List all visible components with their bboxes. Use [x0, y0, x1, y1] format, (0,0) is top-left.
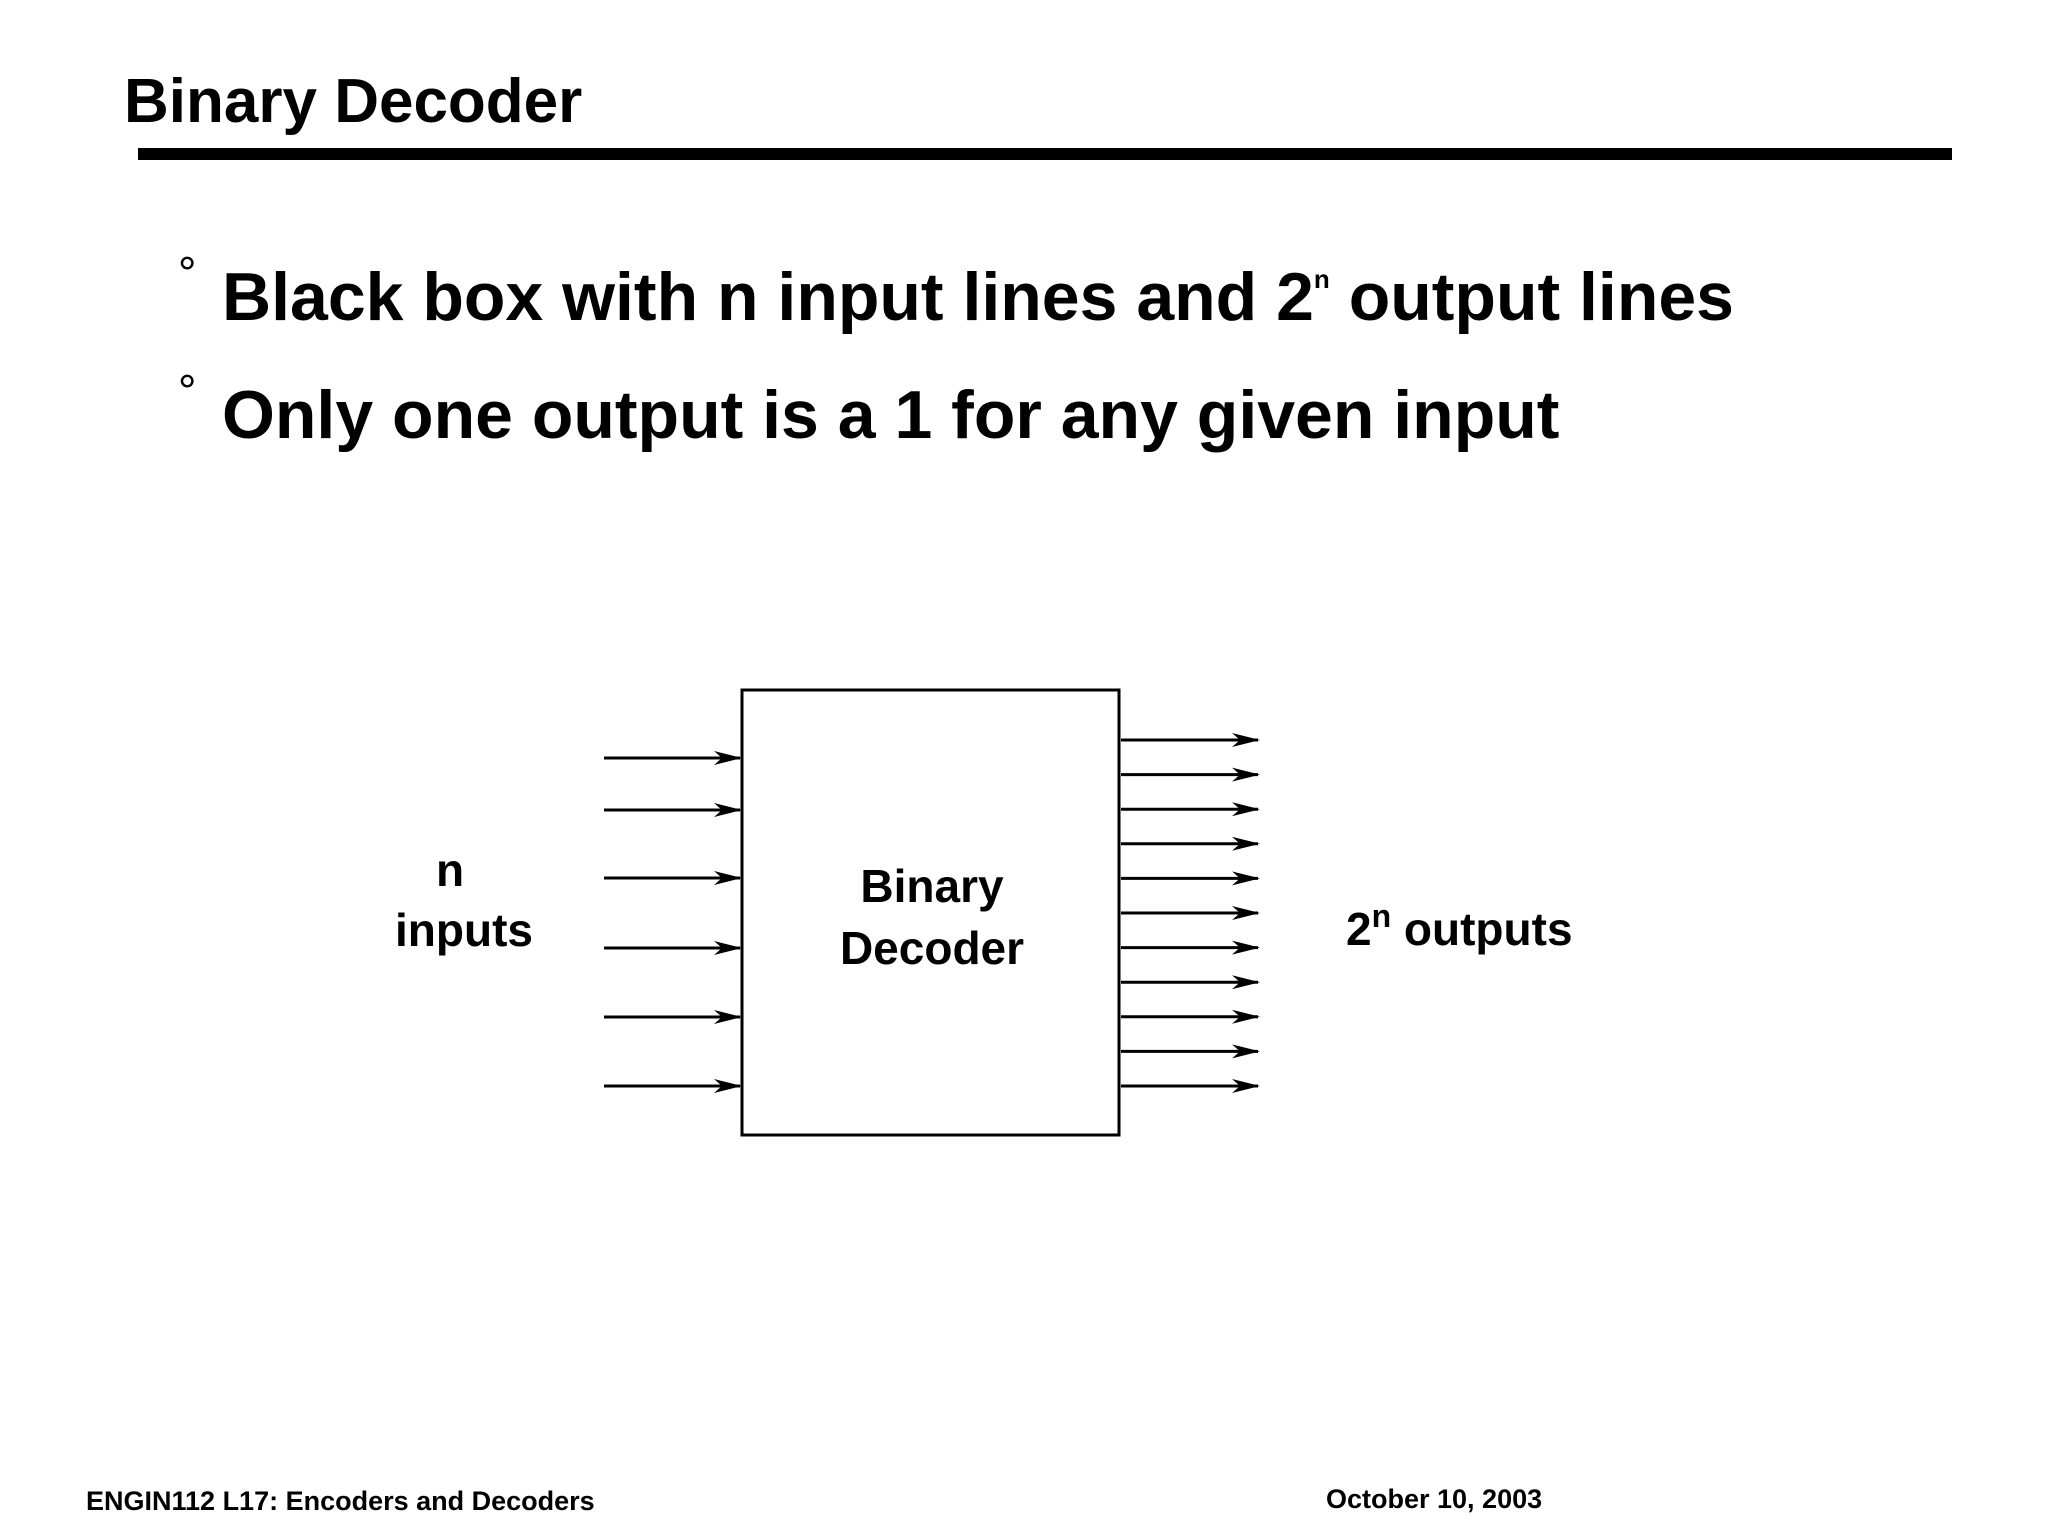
bullet-marker: ° — [178, 365, 197, 417]
box-label-line1: Binary — [860, 860, 1004, 912]
slide-title: Binary Decoder — [124, 67, 583, 136]
bullet-marker: ° — [178, 247, 197, 299]
footer-date: October 10, 2003 — [1326, 1484, 1543, 1514]
inputs-label: inputs — [395, 904, 533, 956]
input-arrows — [604, 751, 742, 1093]
bullet-text-suffix: output lines — [1329, 259, 1734, 335]
bullet-text: Only one output is a 1 for any given inp… — [222, 377, 1560, 453]
bullet-text: Black box with n input lines and 2n outp… — [222, 258, 1734, 336]
outputs-label-superscript: n — [1371, 898, 1392, 934]
outputs-label-suffix: outputs — [1391, 903, 1573, 955]
input-count-label: n — [436, 844, 465, 896]
output-arrows — [1121, 733, 1260, 1093]
box-label-line2: Decoder — [839, 922, 1025, 974]
decoder-box — [740, 688, 1121, 1137]
bullet-text-main: Black box with n input lines and 2 — [222, 259, 1314, 335]
footer-course: ENGIN112 L17: Encoders and Decoders — [86, 1486, 595, 1516]
title-rule — [138, 148, 1952, 160]
outputs-label: 2n outputs — [1346, 886, 1573, 959]
outputs-label-base: 2 — [1346, 903, 1372, 955]
bullet-superscript: n — [1313, 264, 1330, 294]
